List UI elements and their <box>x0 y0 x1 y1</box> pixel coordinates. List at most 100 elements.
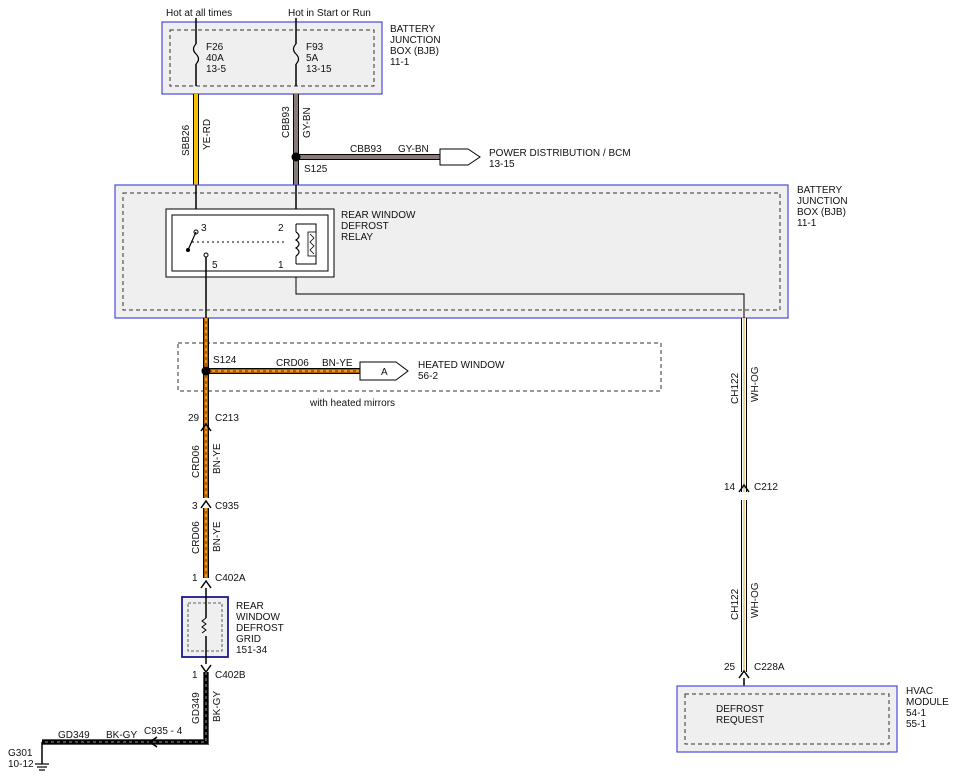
heated-mirrors-option-box <box>177 342 662 392</box>
connector-c228a: 25 C228A <box>724 662 785 679</box>
connector-c935-4: C935 - 4 <box>144 726 183 748</box>
svg-text:5A: 5A <box>306 53 319 64</box>
svg-text:HVAC: HVAC <box>906 686 933 697</box>
rear-window-defrost-relay: 3 2 5 1 <box>165 208 335 278</box>
svg-text:25: 25 <box>724 662 736 673</box>
svg-text:11-1: 11-1 <box>797 218 817 229</box>
svg-text:C213: C213 <box>215 413 239 424</box>
svg-text:CBB93: CBB93 <box>350 144 382 155</box>
svg-text:56-2: 56-2 <box>418 371 438 382</box>
bjb-main-title: BATTERY JUNCTION BOX (BJB) 11-1 <box>797 185 848 229</box>
wire-crd06-segment-a: CRD06 BN-YE <box>191 431 223 498</box>
wire-crd06-s124-branch: CRD06 BN-YE <box>206 358 360 374</box>
hvac-title: HVAC MODULE 54-1 55-1 <box>906 686 949 730</box>
svg-text:29: 29 <box>188 413 200 424</box>
fuse-f26: F26 40A 13-5 <box>192 30 226 86</box>
svg-text:REQUEST: REQUEST <box>716 715 764 726</box>
svg-text:GY-BN: GY-BN <box>302 107 313 138</box>
svg-text:RELAY: RELAY <box>341 232 373 243</box>
splice-s125 <box>291 152 301 162</box>
connector-c935: 3 C935 <box>192 499 239 512</box>
connector-c402a: 1 C402A <box>192 573 246 589</box>
wire-ch122-segment-a: CH122 WH-OG <box>730 318 761 492</box>
svg-text:MODULE: MODULE <box>906 697 949 708</box>
splice-s125-label: S125 <box>304 164 328 175</box>
svg-text:CH122: CH122 <box>730 372 741 404</box>
svg-text:54-1: 54-1 <box>906 708 926 719</box>
svg-text:BN-YE: BN-YE <box>212 521 223 552</box>
svg-text:14: 14 <box>724 482 736 493</box>
relay-pin-3: 3 <box>201 223 207 234</box>
svg-text:BK-GY: BK-GY <box>212 691 223 722</box>
svg-text:DEFROST: DEFROST <box>341 221 389 232</box>
svg-text:CRD06: CRD06 <box>191 521 202 554</box>
svg-text:HEATED WINDOW: HEATED WINDOW <box>418 360 505 371</box>
wire-ch122-segment-b: CH122 WH-OG <box>730 500 761 672</box>
svg-text:REAR: REAR <box>236 601 264 612</box>
svg-text:GD349: GD349 <box>191 692 202 724</box>
power-distribution-label: POWER DISTRIBUTION / BCM 13-15 <box>489 148 631 170</box>
svg-text:11-1: 11-1 <box>390 57 410 68</box>
hvac-module: DEFROST REQUEST <box>676 685 898 753</box>
ground-g301: G301 10-12 <box>8 742 49 771</box>
relay-title: REAR WINDOW DEFROST RELAY <box>341 210 416 243</box>
heated-window-arrow: A <box>359 361 409 381</box>
svg-text:REAR WINDOW: REAR WINDOW <box>341 210 416 221</box>
bjb-top-title: BATTERY JUNCTION BOX (BJB) 11-1 <box>390 24 441 68</box>
svg-text:GD349: GD349 <box>58 730 90 741</box>
svg-text:1: 1 <box>192 670 198 681</box>
connector-c212: 14 C212 <box>724 482 778 493</box>
svg-text:CBB93: CBB93 <box>281 106 292 138</box>
svg-text:40A: 40A <box>206 53 224 64</box>
svg-text:BN-YE: BN-YE <box>212 443 223 474</box>
svg-text:10-12: 10-12 <box>8 759 34 770</box>
wire-gd349: GD349 BK-GY GD349 BK-GY <box>42 672 223 745</box>
bjb-fuse-box <box>161 21 383 95</box>
svg-text:YE-RD: YE-RD <box>202 119 213 150</box>
svg-text:WH-OG: WH-OG <box>750 366 761 402</box>
svg-text:F26: F26 <box>206 42 224 53</box>
svg-text:55-1: 55-1 <box>906 719 926 730</box>
svg-text:3: 3 <box>192 501 198 512</box>
svg-text:13-15: 13-15 <box>306 64 332 75</box>
svg-text:C935: C935 <box>215 501 239 512</box>
svg-text:JUNCTION: JUNCTION <box>797 196 848 207</box>
svg-text:GY-BN: GY-BN <box>398 144 429 155</box>
svg-text:CH122: CH122 <box>730 588 741 620</box>
svg-text:13-15: 13-15 <box>489 159 515 170</box>
connector-c402b: 1 C402B <box>192 664 246 681</box>
relay-pin-2: 2 <box>278 223 284 234</box>
svg-text:C402A: C402A <box>215 573 246 584</box>
connector-c213: 29 C213 <box>188 413 239 432</box>
svg-text:CRD06: CRD06 <box>191 445 202 478</box>
svg-text:BOX (BJB): BOX (BJB) <box>797 207 846 218</box>
svg-text:C402B: C402B <box>215 670 246 681</box>
svg-text:G301: G301 <box>8 748 33 759</box>
rear-window-defrost-grid <box>181 588 229 664</box>
svg-text:C228A: C228A <box>754 662 785 673</box>
svg-text:POWER DISTRIBUTION / BCM: POWER DISTRIBUTION / BCM <box>489 148 631 159</box>
splice-s124 <box>201 366 211 376</box>
heated-window-label: HEATED WINDOW 56-2 <box>418 360 505 382</box>
svg-text:BOX (BJB): BOX (BJB) <box>390 46 439 57</box>
svg-text:13-5: 13-5 <box>206 64 226 75</box>
svg-text:BATTERY: BATTERY <box>390 24 436 35</box>
svg-text:WINDOW: WINDOW <box>236 612 280 623</box>
svg-text:F93: F93 <box>306 42 324 53</box>
svg-text:A: A <box>381 367 388 378</box>
splice-s124-label: S124 <box>213 355 237 366</box>
relay-pin-5: 5 <box>212 260 218 271</box>
wire-sbb26: SBB26 YE-RD <box>181 94 213 185</box>
svg-text:WH-OG: WH-OG <box>750 582 761 618</box>
hot-start-run-label: Hot in Start or Run <box>288 8 371 19</box>
relay-pin-1: 1 <box>278 260 284 271</box>
svg-text:BK-GY: BK-GY <box>106 730 137 741</box>
wire-cbb93-horizontal: CBB93 GY-BN <box>296 144 440 160</box>
svg-text:1: 1 <box>192 573 198 584</box>
fuse-f93: F93 5A 13-15 <box>292 30 332 86</box>
svg-text:CRD06: CRD06 <box>276 358 309 369</box>
svg-text:C212: C212 <box>754 482 778 493</box>
svg-text:151-34: 151-34 <box>236 645 268 656</box>
svg-text:C935 - 4: C935 - 4 <box>144 726 183 737</box>
